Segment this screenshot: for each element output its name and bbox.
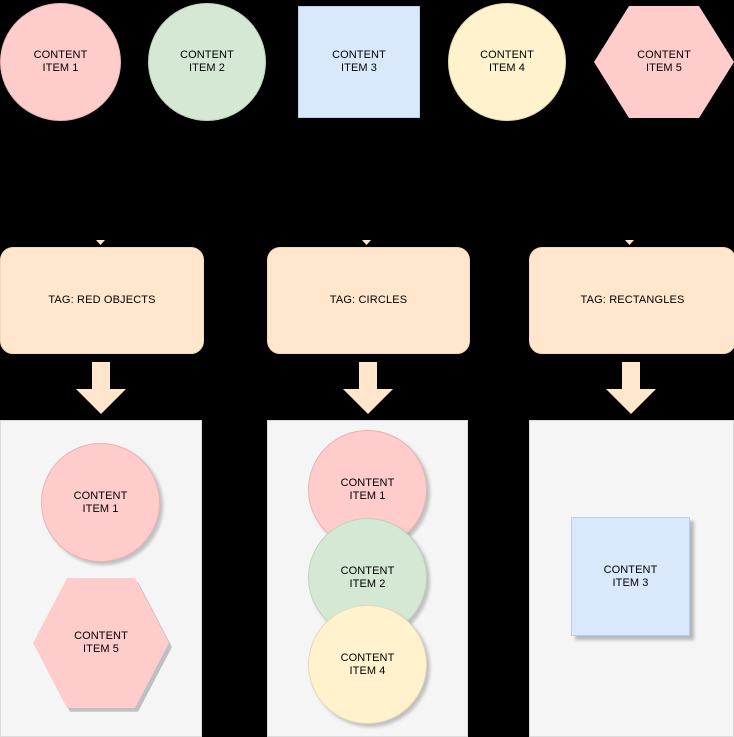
result-item-circle-3-label: CONTENT ITEM 4: [340, 651, 395, 677]
source-item-5[interactable]: CONTENT ITEM 5: [594, 6, 734, 118]
tag-box-rectangles-label: TAG: RECTANGLES: [580, 294, 685, 306]
tag-box-rectangles[interactable]: TAG: RECTANGLES: [529, 247, 734, 354]
tag-box-circles-label: TAG: CIRCLES: [329, 294, 408, 306]
source-item-1[interactable]: CONTENT ITEM 1: [0, 3, 121, 121]
tag-connector-stub-2: [362, 240, 371, 245]
down-arrow-icon-1: [76, 362, 126, 414]
source-item-4[interactable]: CONTENT ITEM 4: [448, 3, 566, 121]
source-item-3[interactable]: CONTENT ITEM 3: [298, 6, 420, 118]
source-item-1-label: CONTENT ITEM 1: [33, 49, 88, 74]
down-arrow-icon-3: [606, 362, 656, 414]
tag-box-red-objects-label: TAG: RED OBJECTS: [48, 294, 156, 306]
tag-box-red-objects[interactable]: TAG: RED OBJECTS: [0, 247, 204, 354]
result-item-circle-1-label: CONTENT ITEM 1: [340, 476, 395, 502]
source-item-2[interactable]: CONTENT ITEM 2: [148, 3, 266, 121]
tag-connector-stub-1: [96, 240, 105, 245]
tag-box-circles[interactable]: TAG: CIRCLES: [267, 247, 470, 354]
source-item-4-label: CONTENT ITEM 4: [480, 49, 534, 74]
result-item-circle-3[interactable]: CONTENT ITEM 4: [308, 605, 427, 724]
tag-connector-stub-3: [625, 240, 634, 245]
source-item-2-label: CONTENT ITEM 2: [180, 49, 234, 74]
hexagon-shape: [33, 578, 169, 708]
result-item-red-1-label: CONTENT ITEM 1: [73, 489, 128, 515]
hexagon-shape: [594, 6, 734, 118]
result-item-red-2[interactable]: CONTENT ITEM 5: [33, 578, 172, 712]
result-item-rect-1[interactable]: CONTENT ITEM 3: [571, 517, 690, 636]
source-item-3-label: CONTENT ITEM 3: [332, 49, 386, 74]
result-item-rect-1-label: CONTENT ITEM 3: [603, 563, 658, 589]
result-item-circle-2-label: CONTENT ITEM 2: [340, 564, 395, 590]
down-arrow-icon-2: [343, 362, 393, 414]
result-item-red-1[interactable]: CONTENT ITEM 1: [41, 443, 160, 562]
